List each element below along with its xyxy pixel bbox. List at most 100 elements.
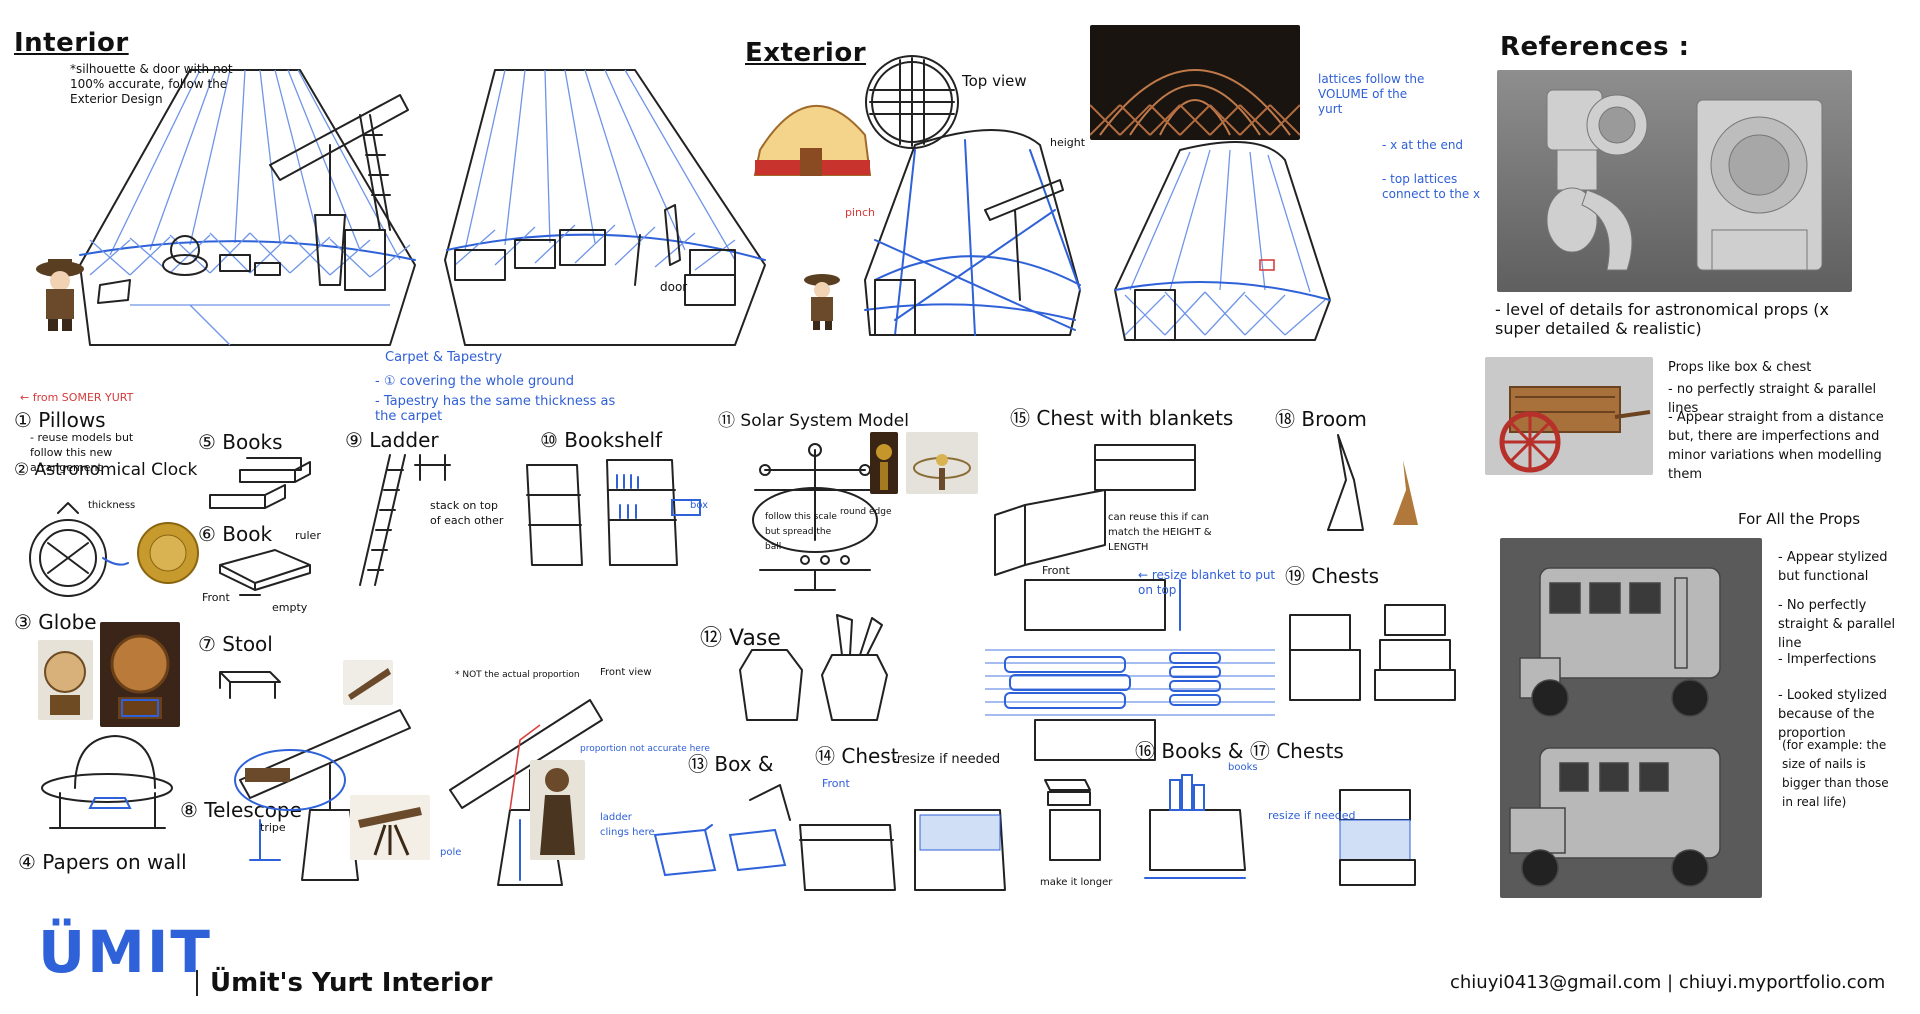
pillows-note: - reuse models but follow this new arran… xyxy=(30,431,134,474)
interior-yurt-sketch-left xyxy=(79,69,416,346)
chest-label: ⑭ Chest xyxy=(815,744,899,768)
ladder-clings-note: ladder clings here xyxy=(600,812,655,838)
books-small-label: books xyxy=(1228,762,1258,773)
reuse-match-note: can reuse this if can match the HEIGHT &… xyxy=(1108,512,1212,553)
chests-19-label: ⑲ Chests xyxy=(1285,564,1379,588)
all-line4: - Looked stylized because of the proport… xyxy=(1778,688,1888,741)
telescope-photo-2 xyxy=(350,795,430,860)
lattice-reference-photo xyxy=(1090,25,1300,140)
stool-label: ⑦ Stool xyxy=(198,632,273,656)
ladder-label: ⑨ Ladder xyxy=(345,428,439,452)
top-view-label: Top view xyxy=(962,72,1027,90)
stool-sketch xyxy=(219,671,281,699)
chest-resize-note: -resize if needed xyxy=(892,752,1001,767)
solar-scale-note: follow this scale but spread the ball xyxy=(765,512,837,552)
astro-detail-note: - level of details for astronomical prop… xyxy=(1495,300,1829,338)
pole-label: pole xyxy=(440,847,462,858)
vase-label: ⑫ Vase xyxy=(700,626,781,651)
not-actual-proportion: * NOT the actual proportion xyxy=(455,670,580,680)
front-label-blanket: Front xyxy=(1042,564,1070,577)
tripe-label: tripe xyxy=(260,821,286,834)
top-lattices-note: - top lattices connect to the x xyxy=(1382,172,1481,201)
footer-divider xyxy=(196,970,198,996)
references-title: References : xyxy=(1500,32,1690,62)
telescope-photo-3 xyxy=(530,760,585,860)
carpet-line2: - Tapestry has the same thickness as the… xyxy=(375,394,616,424)
solar-system-label: ⑪ Solar System Model xyxy=(718,411,909,431)
footer-contact: chiuyi0413@gmail.com | chiuyi.myportfoli… xyxy=(1450,972,1886,993)
exterior-yurt-sketch-2 xyxy=(1114,141,1331,341)
props-like-box-title: Props like box & chest xyxy=(1668,360,1812,375)
props-line1: - no perfectly straight & parallel lines xyxy=(1668,382,1877,416)
all-line2: - No perfectly straight & parallel line xyxy=(1778,598,1896,651)
cart-reference-render xyxy=(1485,357,1653,475)
bus-reference-render xyxy=(1500,538,1762,898)
box-chest-sketch xyxy=(653,784,1006,891)
box-label-small: box xyxy=(690,500,709,511)
vase-sketch xyxy=(739,614,888,721)
silhouette-note: *silhouette & door with not 100% accurat… xyxy=(70,62,233,106)
books-chests-sketch xyxy=(1044,774,1416,886)
door-label: door xyxy=(660,280,688,294)
book-sketch xyxy=(219,549,311,596)
globe-label: ③ Globe xyxy=(14,610,97,634)
astro-clock-label: ② Astronomical Clock xyxy=(14,460,198,480)
interior-title: Interior xyxy=(14,28,129,58)
exterior-title: Exterior xyxy=(745,38,867,68)
books-chests-label: ⑯ Books & ⑰ Chests xyxy=(1135,739,1344,763)
empty-label: empty xyxy=(272,601,308,614)
pillows-label: ① Pillows xyxy=(14,408,106,432)
globe-sketch xyxy=(41,735,173,829)
solar-system-photo-2 xyxy=(906,432,978,494)
globe-photo-2 xyxy=(100,622,180,727)
chest-blankets-label: ⑮ Chest with blankets xyxy=(1010,406,1234,430)
exterior-yurt-sketch-1 xyxy=(864,129,1081,336)
yurt-exterior-color-icon xyxy=(753,104,872,176)
interior-yurt-sketch-right xyxy=(444,69,766,346)
astronomical-props-render xyxy=(1497,70,1852,292)
bookshelf-label: ⑩ Bookshelf xyxy=(540,428,663,452)
front-view-label: Front view xyxy=(600,667,652,678)
stack-note: stack on top of each other xyxy=(430,499,504,527)
ruler-label: ruler xyxy=(295,529,321,542)
bookshelf-sketch xyxy=(526,459,701,566)
ladder-sketch xyxy=(359,454,451,586)
chests-19-sketch xyxy=(1289,604,1456,701)
chest-blankets-sketch xyxy=(985,444,1275,761)
all-line1: - Appear stylized but functional xyxy=(1778,550,1888,584)
resize-needed-note: resize if needed xyxy=(1268,809,1356,822)
umit-logo: ÜMIT xyxy=(38,918,212,986)
solar-system-sketch xyxy=(752,443,878,591)
character-umit-icon xyxy=(36,259,84,331)
height-label: height xyxy=(1050,136,1086,149)
lattices-note: lattices follow the VOLUME of the yurt xyxy=(1318,72,1425,116)
round-edge-note: round edge xyxy=(840,507,892,517)
footer-title: Ümit's Yurt Interior xyxy=(210,968,493,998)
papers-label: ④ Papers on wall xyxy=(18,850,187,874)
top-view-sketch xyxy=(865,55,959,149)
books-label: ⑤ Books xyxy=(198,430,283,454)
books-sketch xyxy=(209,457,311,509)
broom-label: ⑱ Broom xyxy=(1275,407,1367,431)
x-at-end-note: - x at the end xyxy=(1382,138,1464,152)
resize-blanket-note: ← resize blanket to put on top xyxy=(1138,568,1276,597)
props-line2: - Appear straight from a distance but, t… xyxy=(1668,410,1884,482)
box-label: ⑬ Box & xyxy=(688,752,774,776)
from-somer-note: ← from SOMER YURT xyxy=(20,391,134,404)
globe-photo-1 xyxy=(38,640,93,720)
telescope-photo-1 xyxy=(343,660,393,705)
proportion-note: proportion not accurate here xyxy=(580,744,710,754)
thickness-label: thickness xyxy=(88,500,136,511)
astronomical-clock-sketch xyxy=(29,502,199,597)
pinch-label: pinch xyxy=(845,206,876,219)
all-line3: - Imperfections xyxy=(1778,652,1877,667)
front-label-chest: Front xyxy=(822,777,850,790)
carpet-line1: - ① covering the whole ground xyxy=(375,374,575,389)
book-label: ⑥ Book xyxy=(198,522,273,546)
solar-system-photo-1 xyxy=(870,432,898,494)
character-umit-small-icon xyxy=(804,274,840,330)
broom-sketch xyxy=(1327,434,1418,531)
all-props-title: For All the Props xyxy=(1738,510,1861,528)
make-longer-note: make it longer xyxy=(1040,877,1113,888)
all-line5: (for example: the size of nails is bigge… xyxy=(1782,738,1889,809)
